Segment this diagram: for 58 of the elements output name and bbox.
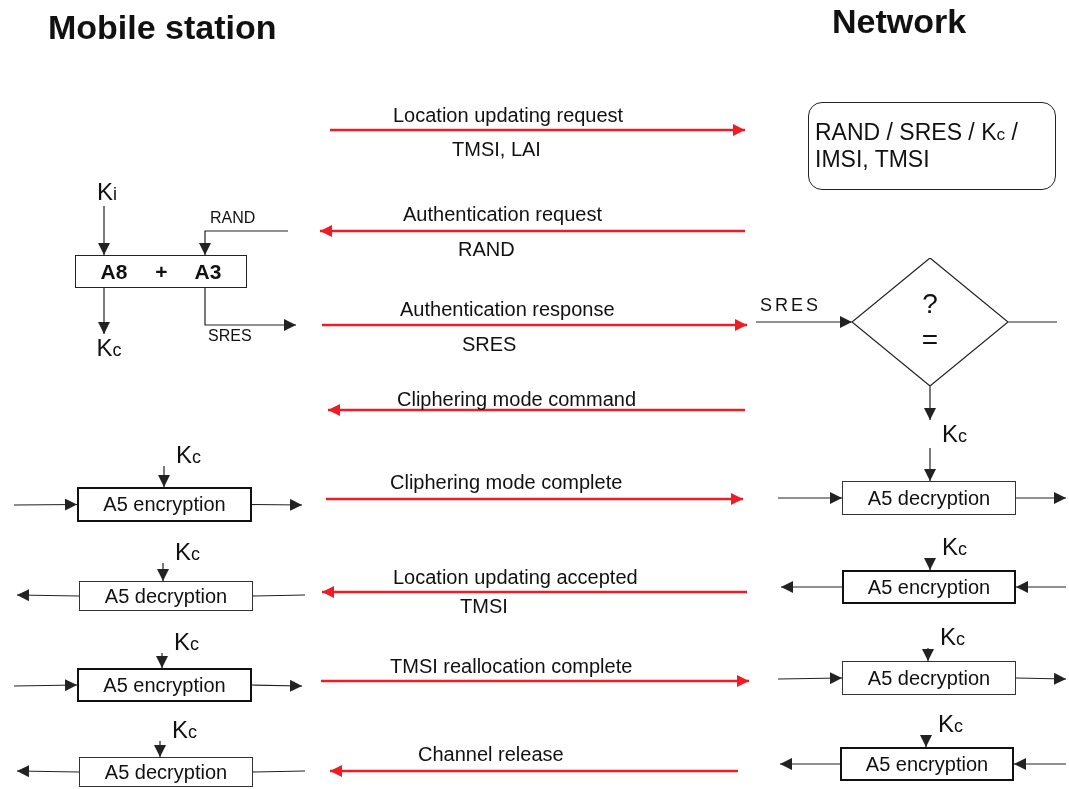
message-label: Cliphering mode command bbox=[397, 388, 636, 411]
decryption-box: A5 decryption bbox=[79, 757, 253, 787]
parameter-label: SRES bbox=[462, 333, 517, 356]
parameter-label: TMSI, LAI bbox=[452, 138, 541, 161]
parameter-label: TMSI bbox=[460, 595, 508, 618]
connector-line bbox=[252, 770, 306, 773]
edge-label: SRES bbox=[208, 327, 252, 345]
encryption-box: A5 encryption bbox=[77, 487, 252, 522]
arrow bbox=[1015, 581, 1067, 593]
arrow bbox=[16, 589, 80, 602]
arrow bbox=[157, 562, 169, 582]
arrow bbox=[158, 465, 170, 488]
arrow bbox=[779, 758, 841, 770]
arrow bbox=[251, 498, 303, 511]
message-label: Channel release bbox=[418, 743, 564, 766]
arrow bbox=[777, 672, 843, 685]
arrow bbox=[780, 581, 843, 593]
arrow bbox=[156, 652, 168, 669]
arrow bbox=[204, 287, 297, 331]
comparison-diamond: ? = bbox=[852, 258, 1008, 386]
arrow bbox=[98, 205, 110, 256]
arrow bbox=[1015, 492, 1067, 504]
connector-line bbox=[1007, 321, 1058, 323]
heading: Network bbox=[832, 2, 967, 41]
arrow bbox=[755, 316, 853, 328]
edge-label: RAND bbox=[210, 209, 256, 227]
parameter-label: RAND bbox=[458, 238, 515, 261]
encryption-box: A5 encryption bbox=[77, 668, 252, 702]
encryption-box: A5 encryption bbox=[842, 570, 1016, 604]
message-label: Authentication request bbox=[403, 203, 603, 226]
arrow bbox=[13, 498, 78, 511]
connector-line bbox=[252, 594, 306, 597]
arrow bbox=[777, 492, 843, 504]
arrow bbox=[922, 647, 934, 662]
heading: Mobile station bbox=[48, 8, 277, 47]
arrow bbox=[154, 740, 166, 758]
decryption-box: A5 decryption bbox=[79, 581, 253, 611]
message-label: Location updating accepted bbox=[393, 566, 638, 589]
arrow bbox=[199, 230, 289, 256]
message-label: TMSI reallocation complete bbox=[390, 655, 633, 678]
arrow bbox=[1013, 758, 1067, 770]
algorithm-box: A8 + A3 bbox=[75, 255, 247, 288]
message-label: Cliphering mode complete bbox=[390, 471, 623, 494]
arrow bbox=[13, 679, 78, 692]
arrow bbox=[924, 385, 936, 421]
decryption-box: A5 decryption bbox=[842, 661, 1016, 695]
edge-label: SRES bbox=[760, 295, 822, 316]
arrow bbox=[924, 447, 936, 482]
arrow bbox=[1015, 672, 1067, 685]
decryption-box: A5 decryption bbox=[842, 481, 1016, 515]
arrow bbox=[924, 557, 936, 571]
encryption-box: A5 encryption bbox=[840, 747, 1014, 781]
message-label: Authentication response bbox=[400, 298, 615, 321]
arrow bbox=[98, 287, 110, 335]
arrow bbox=[16, 765, 80, 778]
message-label: Location updating request bbox=[393, 104, 624, 127]
arrow bbox=[920, 734, 932, 748]
arrow bbox=[251, 679, 303, 692]
